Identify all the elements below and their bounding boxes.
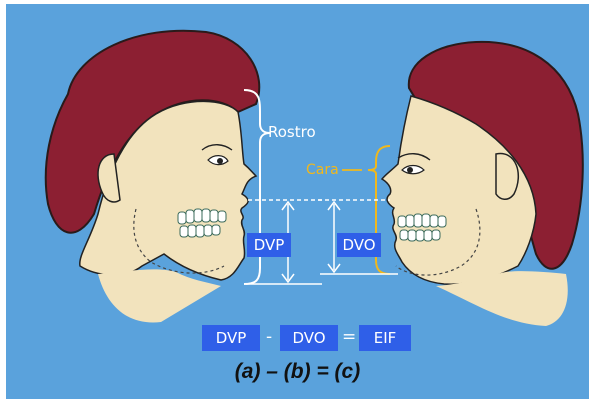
right-head — [382, 42, 583, 326]
formula-caption: (a) – (b) = (c) — [6, 360, 589, 384]
left-head — [46, 31, 260, 323]
equation-term-dvp: DVP — [202, 325, 260, 351]
cara-label: Cara — [306, 162, 339, 178]
left-neck — [98, 269, 221, 322]
dvo-measure-label: DVO — [337, 233, 381, 257]
diagram-canvas: Rostro Cara DVP DVO DVP - DVO = EIF (a) … — [6, 4, 589, 399]
equation-result-eif: EIF — [359, 325, 411, 351]
dvp-measure-label: DVP — [247, 233, 291, 257]
equation-equals: = — [342, 327, 356, 347]
equation-term-dvo: DVO — [280, 325, 338, 351]
rostro-label: Rostro — [268, 123, 316, 141]
equation-minus: - — [266, 327, 272, 347]
